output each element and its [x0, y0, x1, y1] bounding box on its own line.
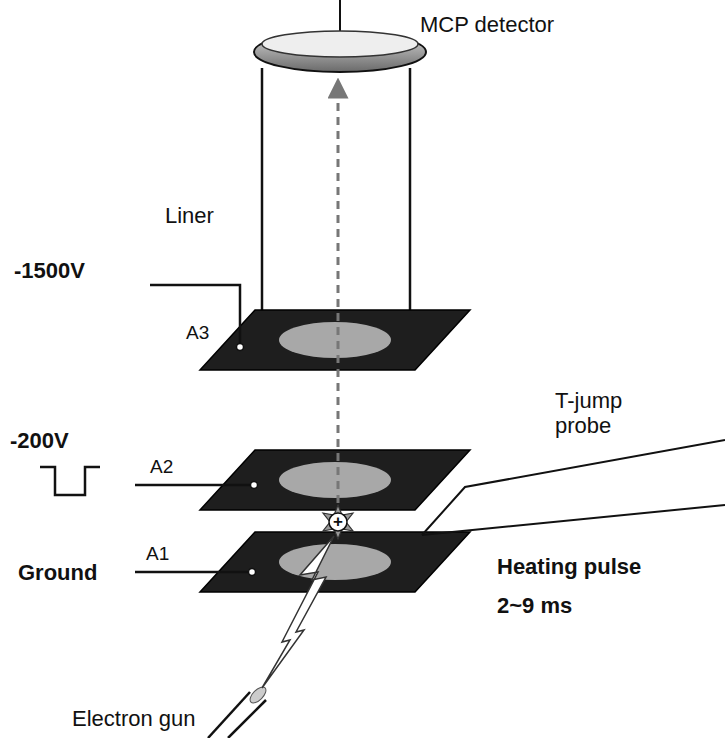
gun-tip [247, 684, 268, 705]
mcp-face [262, 31, 418, 57]
probe-wire [422, 505, 725, 535]
terminal [249, 569, 256, 576]
voltage-label: -1500V [14, 258, 85, 283]
wire [135, 571, 250, 574]
ion-circle [329, 513, 347, 531]
electrode-label: A1 [146, 543, 169, 565]
ion-symbol: + [333, 512, 343, 532]
electrode-label: A3 [186, 322, 209, 344]
liner-wall [409, 68, 412, 318]
pulse-label: Heating pulse 2~9 ms [497, 548, 662, 625]
plate-aperture [279, 322, 391, 358]
liner-wall [261, 68, 264, 318]
ion-burst [323, 505, 353, 539]
detector-lead [339, 0, 341, 32]
terminal [251, 482, 258, 489]
plate-aperture [279, 544, 391, 580]
electrode-plate [200, 450, 470, 510]
ground-label: Ground [18, 560, 97, 585]
electron-beam-bolt [262, 536, 334, 688]
gun-body [228, 700, 266, 738]
voltage-label: -200V [10, 428, 69, 453]
device-label: Electron gun [72, 706, 196, 731]
electrode-label: A2 [150, 456, 173, 478]
ion-path-arrow [337, 88, 340, 503]
mcp-disc [254, 32, 426, 72]
wire [150, 285, 240, 345]
plate-aperture [279, 462, 391, 498]
pulse-symbol [40, 467, 100, 495]
electrode-plate [200, 532, 470, 592]
part-label: Liner [165, 203, 214, 228]
device-label: MCP detector [420, 12, 554, 37]
probe-wire [422, 440, 725, 535]
terminal [237, 344, 244, 351]
gun-body [208, 692, 250, 738]
wire [135, 484, 252, 487]
probe-label: T-jump probe [555, 388, 655, 439]
